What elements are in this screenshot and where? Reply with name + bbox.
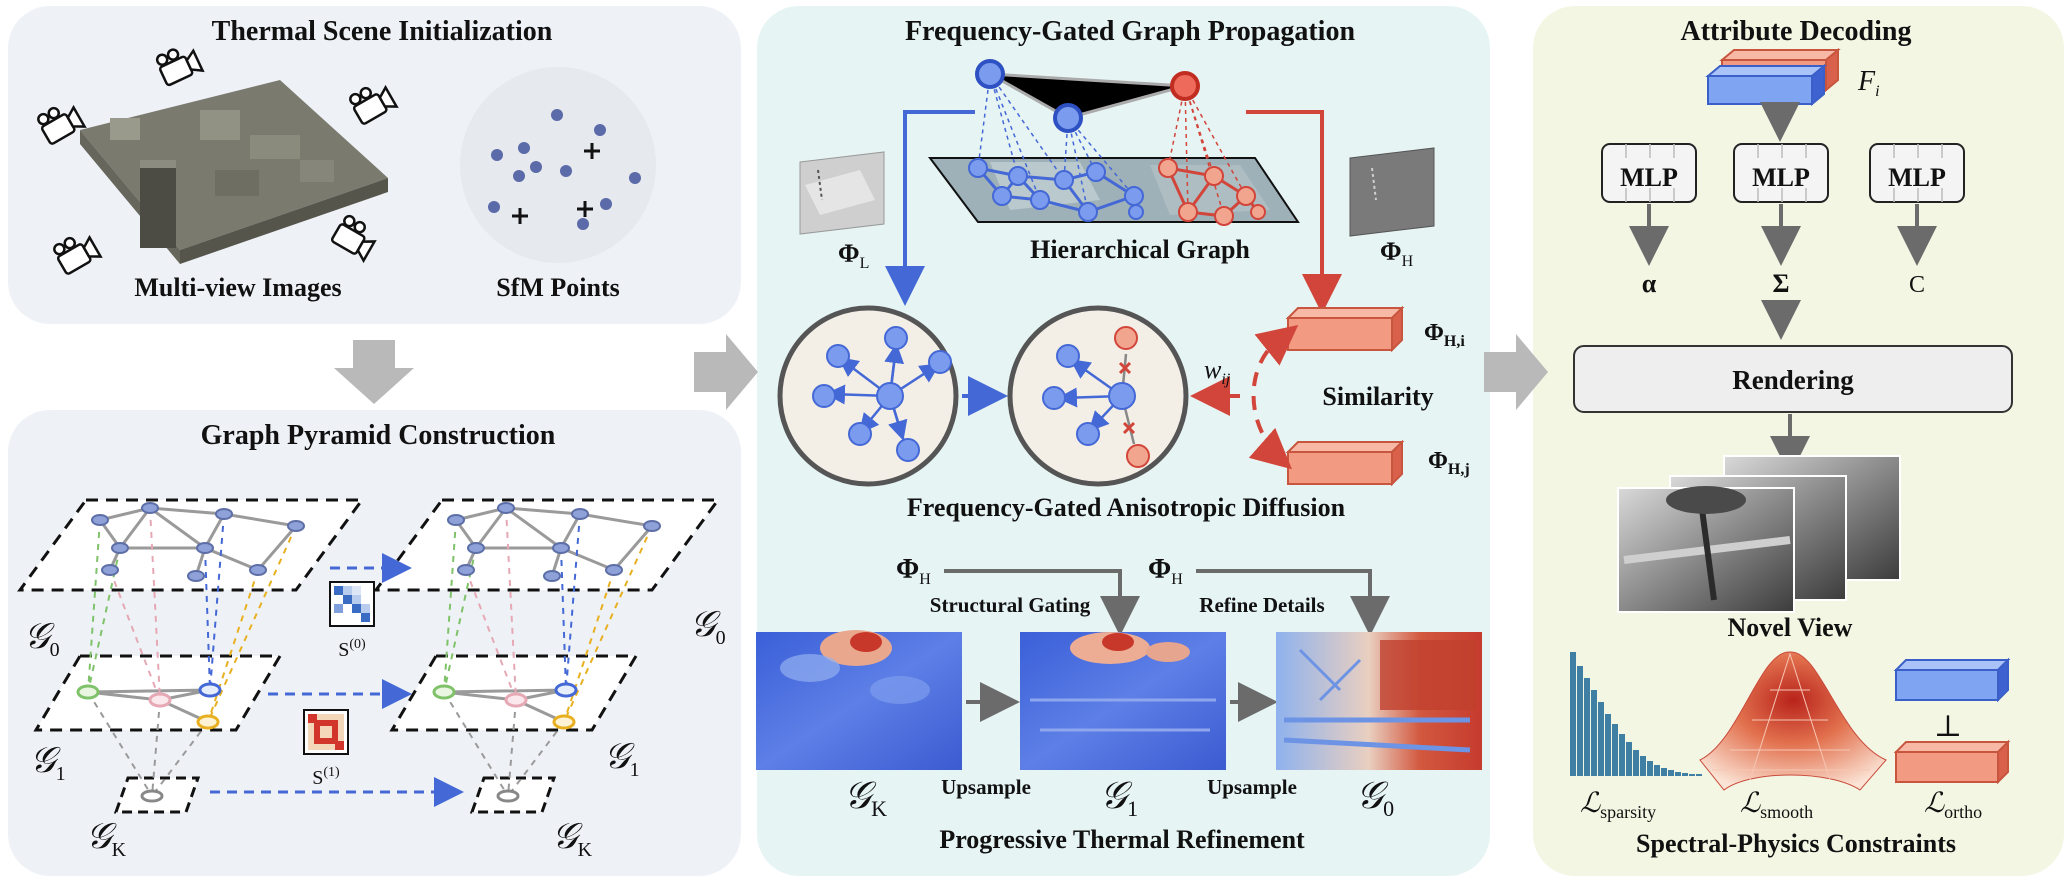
sparsity-histogram (1570, 652, 1702, 776)
novel-view-label: Novel View (1728, 613, 1853, 642)
pyramid-left (17, 498, 365, 814)
feature-fi-box (1705, 47, 1841, 107)
output-sigma: Σ (1773, 269, 1790, 298)
mlp-label-0: MLP (1620, 163, 1678, 192)
loss-ortho: ℒortho (1924, 788, 1982, 822)
phi-h-image (1349, 147, 1435, 237)
phi-hj-box (1285, 439, 1405, 487)
multiview-label: Multi-view Images (134, 273, 341, 302)
decoding-title: Attribute Decoding (1681, 16, 1912, 47)
smooth-surface (1699, 651, 1887, 791)
plus-icon (512, 143, 600, 224)
s1-matrix-icon (303, 709, 349, 755)
right-arrow-icon-2 (1484, 334, 1548, 410)
propagation-title: Frequency-Gated Graph Propagation (905, 16, 1356, 47)
structural-gating-label: Structural Gating (930, 593, 1091, 617)
ortho-blue-box (1893, 657, 2011, 703)
phi-l-image (799, 151, 885, 235)
pyramid-right (373, 498, 721, 814)
sfm-points-disc (460, 67, 656, 263)
fi-label: Fi (1857, 66, 1880, 100)
heatmap-g0 (1276, 632, 1482, 770)
rendering-label: Rendering (1732, 365, 1854, 395)
camera-icon (37, 48, 399, 275)
output-color: C (1909, 272, 1925, 298)
mlp-label-2: MLP (1888, 163, 1946, 192)
hier-graph-label: Hierarchical Graph (1030, 235, 1250, 264)
diffusion-circle-before (777, 305, 959, 487)
similarity-arc (1248, 334, 1293, 470)
hierarchical-graph (928, 59, 1300, 226)
s0-label: S(0) (338, 637, 366, 661)
refinement-label: Progressive Thermal Refinement (939, 825, 1305, 854)
upsample-label-1: Upsample (941, 775, 1031, 799)
right-arrow-icon (694, 334, 758, 410)
mlp-block-color (1869, 143, 1965, 203)
wij-label: wij (1204, 355, 1231, 388)
red-route-arrow (1246, 110, 1342, 314)
constraints-label: Spectral-Physics Constraints (1636, 829, 1956, 858)
mlp-block-sigma (1733, 143, 1829, 203)
s0-matrix-icon (329, 581, 375, 627)
phi-hi-box (1285, 305, 1405, 353)
phi-h-label: ΦH (1380, 237, 1414, 270)
down-arrow-icon (334, 340, 414, 404)
loss-sparsity: ℒsparsity (1580, 788, 1656, 822)
pyramid-title: Graph Pyramid Construction (201, 420, 556, 451)
upsample-label-2: Upsample (1207, 775, 1297, 799)
sfm-label: SfM Points (496, 273, 620, 302)
ortho-red-box (1893, 739, 2011, 785)
thermal-init-title: Thermal Scene Initialization (212, 16, 553, 47)
sfm-points (488, 109, 641, 230)
phi-h-refine: ΦH (1148, 554, 1183, 588)
city-model (80, 80, 388, 264)
heatmap-gk (756, 630, 962, 770)
blue-route-arrow (885, 110, 975, 306)
loss-smooth: ℒsmooth (1740, 788, 1813, 822)
phi-hi-label: ΦH,i (1424, 320, 1465, 350)
similarity-label: Similarity (1322, 382, 1433, 411)
diffusion-label: Frequency-Gated Anisotropic Diffusion (907, 493, 1346, 522)
mlp-label-1: MLP (1752, 163, 1810, 192)
output-alpha: α (1642, 269, 1657, 298)
gating-arrow (944, 569, 1140, 636)
perp-icon: ⊥ (1934, 710, 1962, 743)
mlp-block-alpha (1601, 143, 1697, 203)
s1-label: S(1) (312, 765, 340, 789)
refine-details-label: Refine Details (1199, 593, 1324, 617)
heatmap-g1 (1020, 632, 1226, 770)
diffusion-circle-after (1007, 305, 1189, 487)
rendering-box (1573, 345, 2013, 413)
phi-hj-label: ΦH,j (1428, 448, 1470, 478)
refine-arrow (1196, 569, 1390, 636)
novel-view-images (1617, 455, 1901, 613)
phi-h-gating: ΦH (896, 554, 931, 588)
phi-l-label: ΦL (838, 239, 869, 272)
